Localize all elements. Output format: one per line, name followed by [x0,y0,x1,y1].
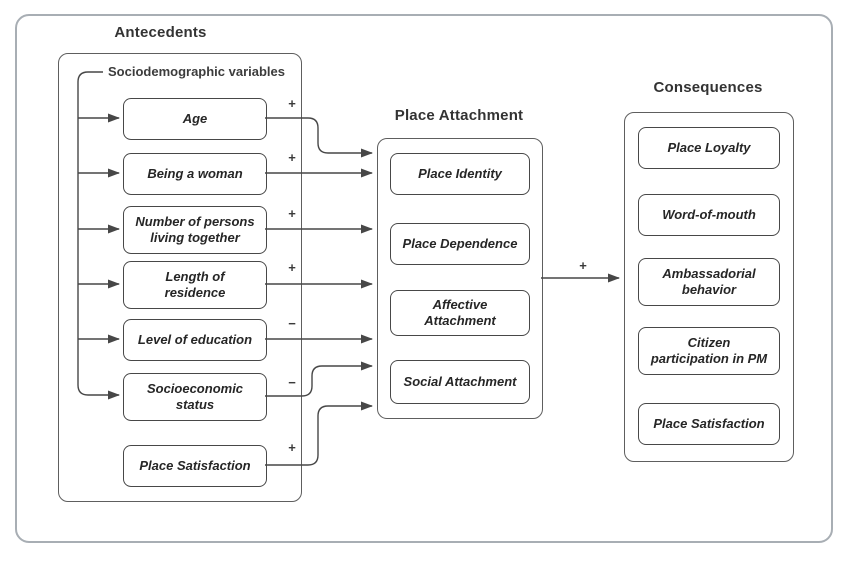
node-place-satisfaction-antecedent-label: Place Satisfaction [139,457,251,473]
node-level-of-education: Level of education [123,319,267,361]
place-attachment-title: Place Attachment [394,107,524,124]
node-affective-attachment-label: Affective Attachment [424,296,496,328]
node-place-satisfaction-antecedent: Place Satisfaction [123,445,267,487]
node-being-a-woman-label: Being a woman [147,165,243,181]
node-persons-living-together-label: Number of persons living together [135,213,255,245]
node-social-attachment-label: Social Attachment [403,373,517,389]
node-place-identity: Place Identity [390,153,530,195]
sign-place-satisfaction: + [288,440,296,455]
node-place-satisfaction-consequence: Place Satisfaction [638,403,780,445]
node-age-label: Age [182,110,208,126]
node-ambassadorial-behavior: Ambassadorial behavior [638,258,780,306]
sign-being-a-woman: + [288,150,296,165]
node-length-of-residence: Length of residence [123,261,267,309]
sign-age: + [288,96,296,111]
sign-persons: + [288,206,296,221]
sign-socioeconomic: − [288,375,296,390]
node-persons-living-together: Number of persons living together [123,206,267,254]
node-citizen-participation-label: Citizen participation in PM [650,334,768,366]
node-place-identity-label: Place Identity [418,165,502,181]
node-age: Age [123,98,267,140]
node-socioeconomic-status: Socioeconomic status [123,373,267,421]
node-level-of-education-label: Level of education [137,331,253,347]
node-being-a-woman: Being a woman [123,153,267,195]
node-place-dependence: Place Dependence [390,223,530,265]
consequences-title: Consequences [653,79,763,96]
node-word-of-mouth: Word-of-mouth [638,194,780,236]
node-place-loyalty-label: Place Loyalty [667,139,751,155]
node-length-of-residence-label: Length of residence [164,268,226,300]
node-place-loyalty: Place Loyalty [638,127,780,169]
node-word-of-mouth-label: Word-of-mouth [662,206,756,222]
node-ambassadorial-behavior-label: Ambassadorial behavior [662,265,756,297]
node-place-dependence-label: Place Dependence [402,235,518,251]
sign-residence: + [288,260,296,275]
node-affective-attachment: Affective Attachment [390,290,530,336]
sign-education: − [288,316,296,331]
node-socioeconomic-status-label: Socioeconomic status [146,380,244,412]
node-place-satisfaction-consequence-label: Place Satisfaction [653,415,765,431]
node-citizen-participation: Citizen participation in PM [638,327,780,375]
antecedents-title: Antecedents [114,24,207,41]
sign-attachment-to-consequences: + [579,258,587,273]
sociodemographic-variables-label: Sociodemographic variables [108,64,286,79]
node-social-attachment: Social Attachment [390,360,530,404]
